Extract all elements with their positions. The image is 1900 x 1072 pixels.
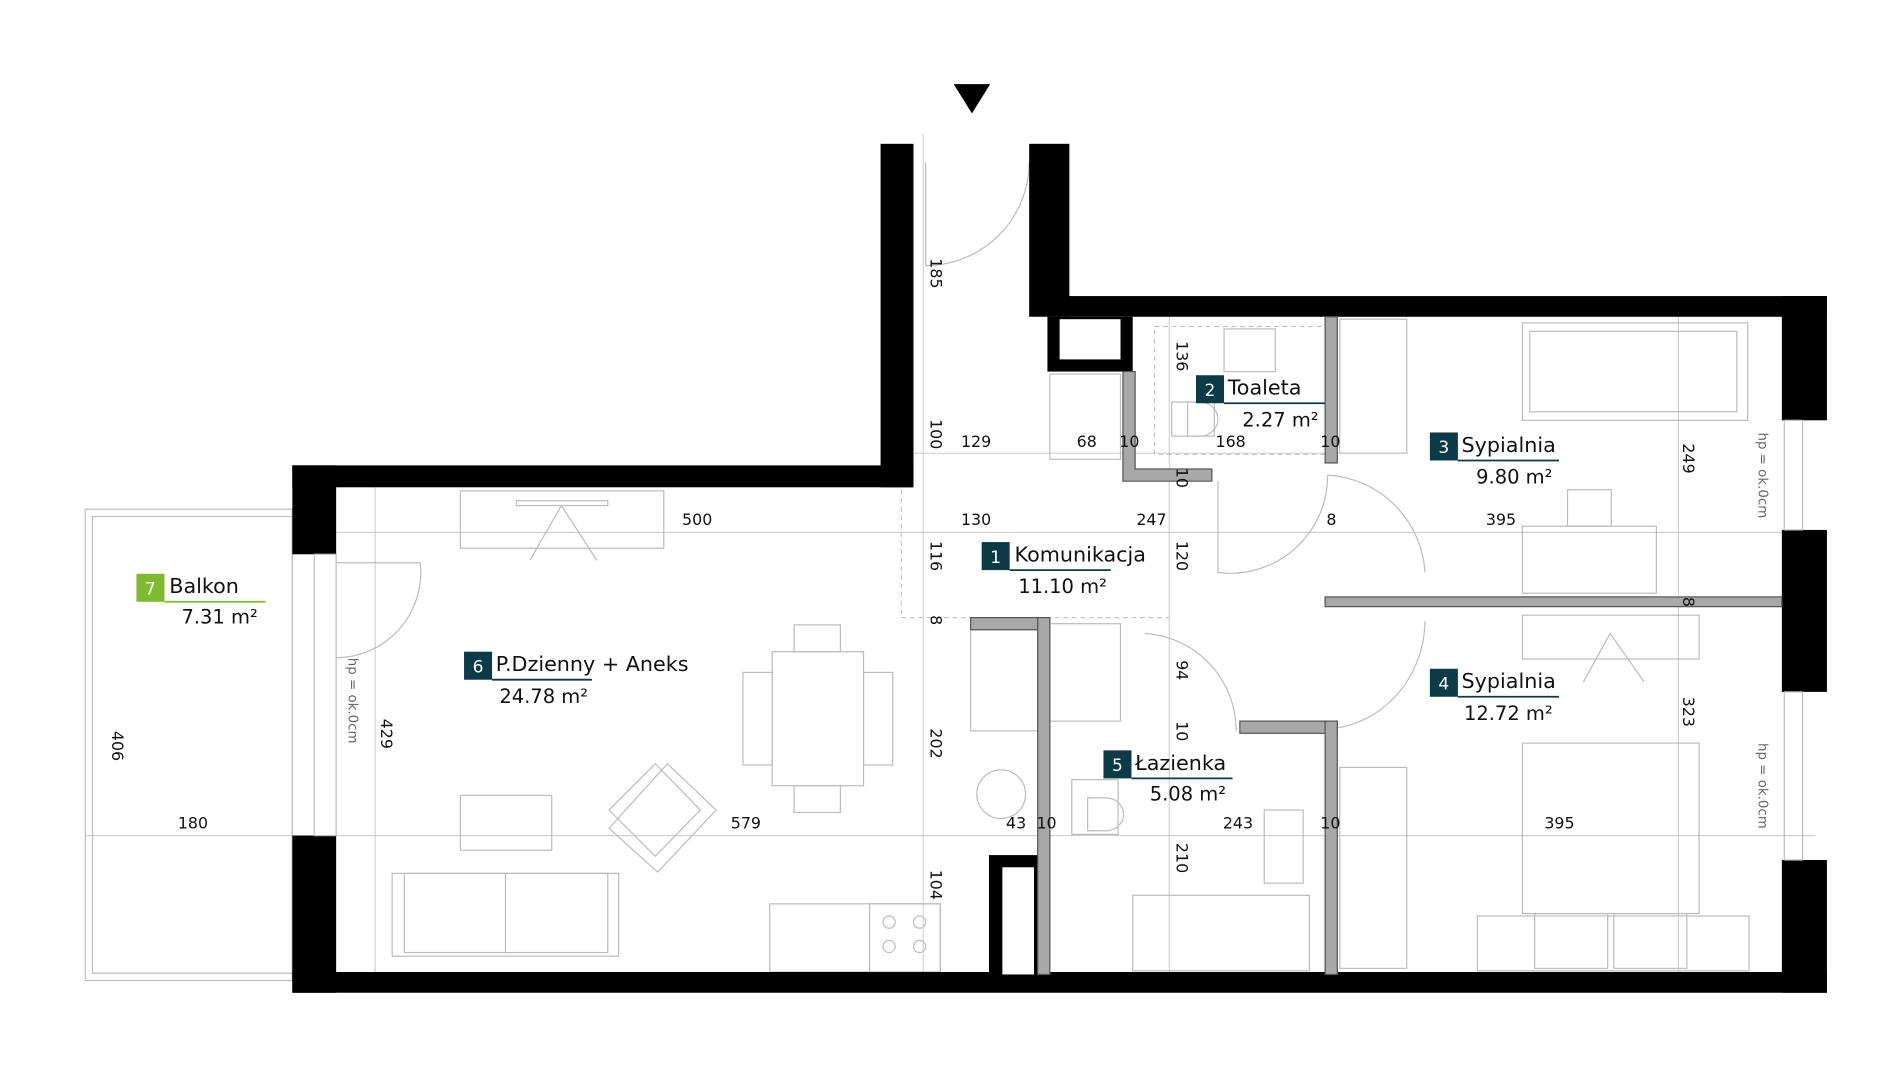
dim-label: 210 (1173, 843, 1192, 873)
dim-label: 180 (178, 813, 208, 832)
entrance-arrow-icon (953, 84, 991, 114)
svg-text:12.72 m²: 12.72 m² (1464, 702, 1553, 725)
svg-text:11.10 m²: 11.10 m² (1018, 575, 1107, 598)
svg-text:Łazienka: Łazienka (1134, 751, 1226, 775)
svg-text:Balkon: Balkon (169, 574, 239, 598)
dim-label: 579 (731, 813, 761, 832)
dim-label: 10 (1320, 432, 1340, 451)
dim-label: 10 (1173, 721, 1192, 741)
dim-label: 10 (1036, 813, 1056, 832)
room-label-komunikacja: 1 Komunikacja 11.10 m² (981, 542, 1146, 598)
dim-label: 249 (1679, 443, 1698, 473)
dim-label: 8 (1326, 510, 1336, 529)
dim-label: 10 (1173, 468, 1192, 488)
furniture (336, 162, 1750, 973)
dimension-lines (85, 134, 1815, 975)
walls (292, 143, 1827, 993)
dim-label: 406 (108, 731, 127, 761)
dim-label: 168 (1216, 432, 1246, 451)
dim-label: 429 (377, 719, 396, 749)
dim-label: 8 (1679, 597, 1698, 607)
svg-text:1: 1 (990, 548, 1001, 568)
window-note: hp = ok.0cm (344, 658, 359, 744)
svg-text:7.31 m²: 7.31 m² (181, 606, 257, 629)
room-label-sypialnia-3: 3 Sypialnia 9.80 m² (1429, 432, 1559, 489)
dim-label: 500 (682, 510, 712, 529)
dimension-labels: 185 100 129 68 10 168 10 136 10 500 130 … (108, 258, 1698, 900)
dim-label: 10 (1320, 813, 1340, 832)
svg-text:4: 4 (1438, 674, 1449, 694)
dim-label: 43 (1006, 813, 1026, 832)
dim-label: 100 (927, 419, 946, 449)
svg-text:Toaleta: Toaleta (1227, 376, 1302, 400)
windows (313, 419, 1804, 861)
room-label-lazienka: 5 Łazienka 5.08 m² (1103, 750, 1233, 805)
dim-label: 129 (961, 432, 991, 451)
room-label-pokoj-dzienny: 6 P.Dzienny + Aneks 24.78 m² (464, 651, 689, 708)
dim-label: 395 (1544, 813, 1574, 832)
dim-label: 323 (1679, 697, 1698, 727)
dim-label: 395 (1486, 510, 1516, 529)
dim-label: 247 (1136, 510, 1166, 529)
svg-text:Sypialnia: Sypialnia (1462, 669, 1556, 693)
window-note: hp = ok.0cm (1755, 432, 1770, 518)
svg-text:2: 2 (1205, 381, 1216, 401)
dim-label: 130 (961, 510, 991, 529)
svg-text:2.27 m²: 2.27 m² (1242, 408, 1318, 431)
svg-text:7: 7 (145, 579, 156, 599)
svg-text:Sypialnia: Sypialnia (1462, 433, 1556, 457)
dim-label: 68 (1077, 432, 1097, 451)
room-label-balkon: 7 Balkon 7.31 m² (136, 573, 266, 629)
dim-label: 10 (1119, 432, 1139, 451)
svg-text:5: 5 (1112, 756, 1123, 776)
svg-text:P.Dzienny + Aneks: P.Dzienny + Aneks (496, 652, 689, 676)
dim-label: 116 (927, 541, 946, 571)
dim-label: 8 (927, 615, 946, 625)
dim-label: 202 (927, 728, 946, 758)
svg-text:6: 6 (473, 657, 484, 677)
dim-label: 120 (1173, 541, 1192, 571)
dim-label: 185 (927, 258, 946, 288)
dim-label: 104 (927, 870, 946, 900)
room-label-sypialnia-4: 4 Sypialnia 12.72 m² (1429, 668, 1559, 725)
svg-text:24.78 m²: 24.78 m² (499, 685, 588, 708)
svg-text:5.08 m²: 5.08 m² (1150, 782, 1226, 805)
room-label-toaleta: 2 Toaleta 2.27 m² (1196, 375, 1326, 431)
window-note: hp = ok.0cm (1755, 743, 1770, 829)
dim-label: 136 (1173, 341, 1192, 371)
balcony-outline (84, 508, 293, 982)
dim-label: 243 (1223, 813, 1253, 832)
svg-text:3: 3 (1438, 438, 1449, 458)
svg-text:9.80 m²: 9.80 m² (1476, 466, 1552, 489)
dim-label: 94 (1173, 660, 1192, 680)
svg-text:Komunikacja: Komunikacja (1015, 543, 1146, 567)
partition-walls (970, 316, 1783, 976)
